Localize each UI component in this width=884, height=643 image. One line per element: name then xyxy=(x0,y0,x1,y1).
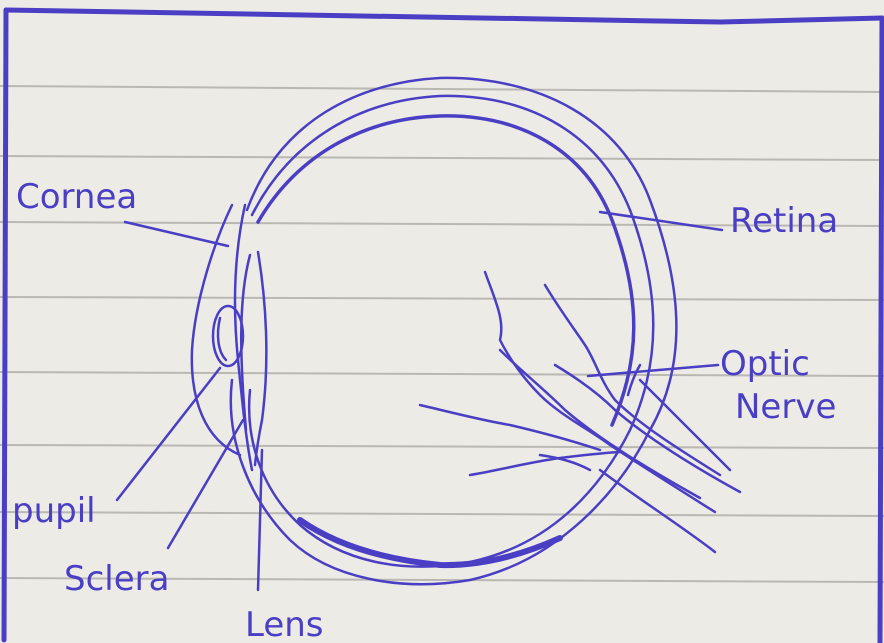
label-sclera: Sclera xyxy=(64,559,169,599)
label-lens: Lens xyxy=(245,605,324,643)
label-pupil: pupil xyxy=(12,491,96,531)
label-retina: Retina xyxy=(730,201,838,241)
label-cornea: Cornea xyxy=(16,177,137,217)
label-optic: Optic xyxy=(720,344,810,384)
label-nerve: Nerve xyxy=(735,387,836,427)
